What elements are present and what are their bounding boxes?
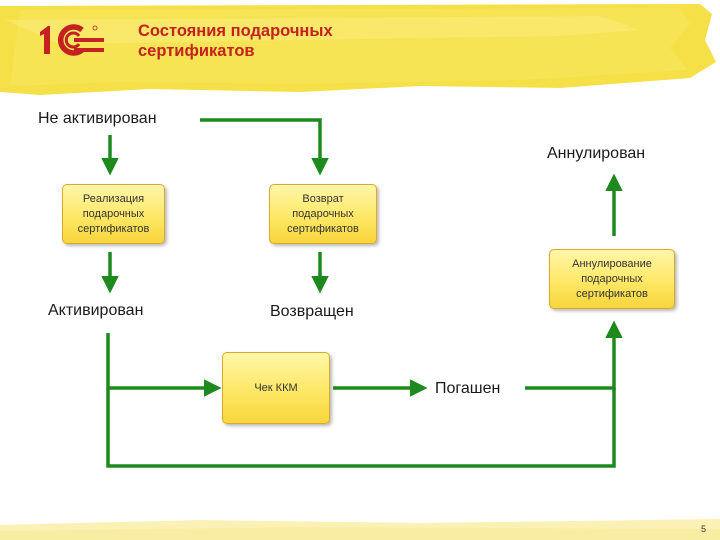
line-bottom-loop (106, 388, 616, 468)
process-return: Возврат подарочных сертификатов (269, 184, 377, 244)
state-cancelled: Аннулирован (547, 145, 646, 162)
state-activated: Активирован (48, 302, 144, 319)
state-redeemed: Погашен (435, 380, 501, 397)
process-receipt: Чек ККМ (222, 352, 330, 424)
process-sale: Реализация подарочных сертификатов (62, 184, 165, 244)
state-not-activated: Не активирован (38, 110, 157, 127)
header-highlight (0, 4, 716, 95)
arrow-redeemed-to-cancel (525, 320, 623, 390)
1c-logo (40, 24, 104, 56)
page-number: 5 (700, 524, 706, 534)
arrow-not-activated-to-return (200, 118, 329, 176)
footer-highlight (0, 519, 720, 540)
arrow-activated-to-receipt (106, 333, 222, 397)
page-title: Состояния подарочных сертификатов (138, 22, 333, 60)
process-cancel: Аннулирование подарочных сертификатов (549, 249, 675, 309)
state-returned: Возвращен (270, 303, 354, 320)
